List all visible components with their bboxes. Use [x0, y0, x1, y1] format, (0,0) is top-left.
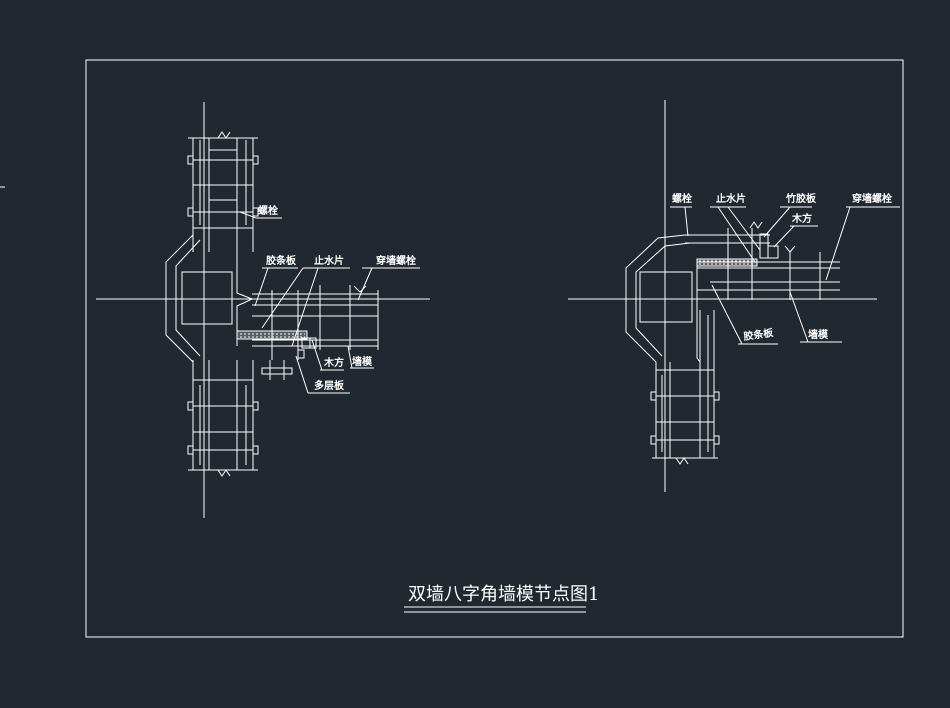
label-right-wall-form: 墙模	[808, 328, 829, 341]
left-leaders	[239, 211, 420, 394]
right-leaders	[670, 206, 900, 345]
label-right-waterstop: 止水片	[716, 192, 746, 205]
drawing-frame	[85, 59, 904, 638]
label-right-bolt: 螺栓	[672, 192, 692, 205]
left-lower-wall	[187, 360, 259, 477]
label-left-bolt-top: 螺栓	[258, 204, 278, 217]
right-lower-wall	[650, 310, 720, 465]
right-octagon-corner	[625, 234, 710, 363]
drawing-title: 双墙八字角墙模节点图1	[408, 584, 599, 605]
label-left-waterstop: 止水片	[314, 254, 344, 267]
left-detail	[96, 102, 430, 518]
label-right-through-bolt: 穿墙螺栓	[852, 192, 892, 205]
label-right-hardboard-top: 竹胶板	[785, 192, 817, 205]
label-right-hardboard-bottom: 胶条板	[743, 326, 776, 343]
right-detail	[568, 100, 900, 492]
label-left-wall-form: 墙模	[352, 355, 373, 368]
label-left-through-bolt: 穿墙螺栓	[376, 254, 416, 267]
left-horizontal-wall	[236, 285, 379, 380]
right-upper-wall	[685, 221, 840, 300]
label-left-hardboard: 胶条板	[266, 254, 297, 267]
label-left-timber: 木方	[323, 356, 344, 369]
label-left-plywood: 多层板	[314, 379, 345, 392]
left-upper-wall	[187, 131, 259, 252]
label-right-timber: 木方	[791, 212, 812, 225]
